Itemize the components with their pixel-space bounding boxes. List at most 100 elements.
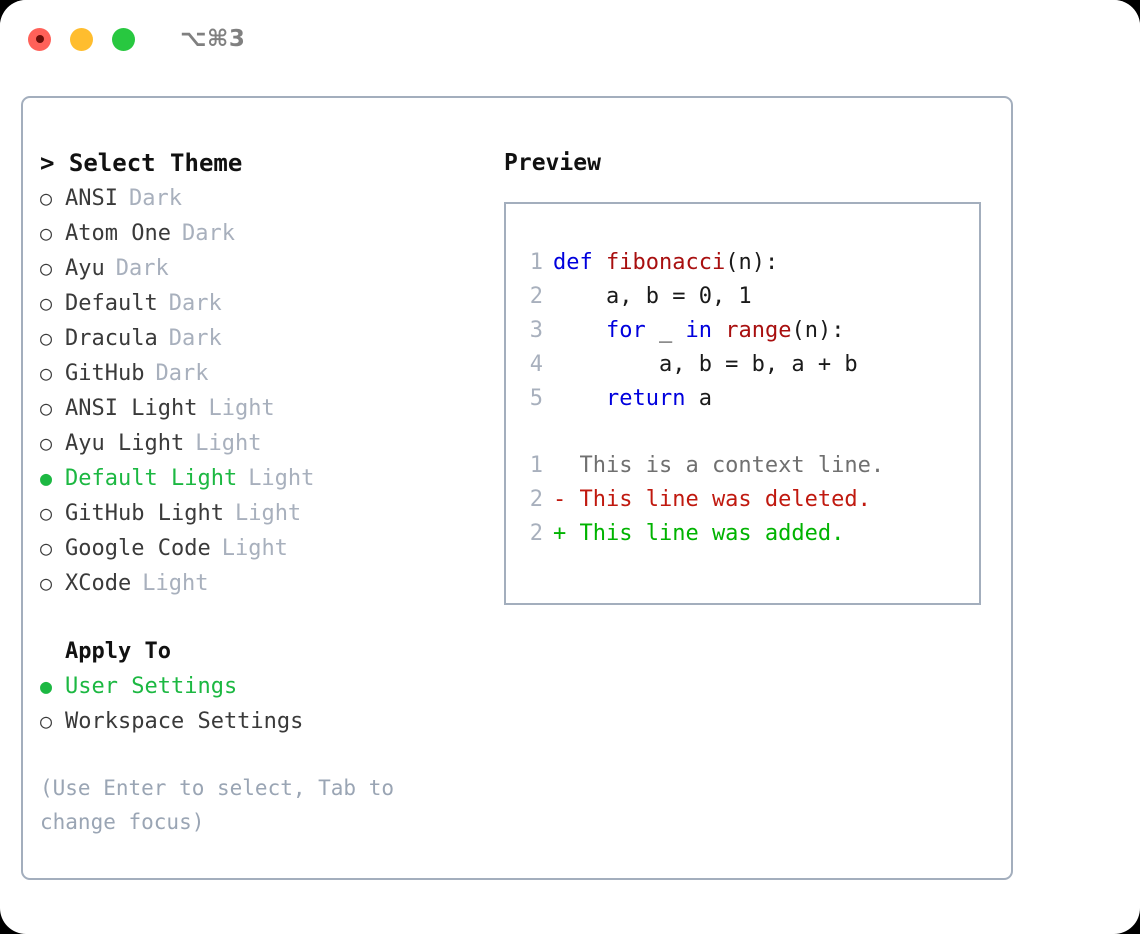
- apply-to-label: Apply To: [65, 639, 171, 664]
- diff-line-text: This is a context line.: [553, 453, 885, 478]
- theme-option-xcode[interactable]: ○ XCode Light: [40, 566, 503, 601]
- code-line-text: return a: [553, 382, 712, 416]
- theme-option-label: GitHub: [65, 361, 145, 386]
- preview-heading: Preview: [504, 150, 601, 176]
- radio-unselected-icon: ○: [40, 361, 53, 385]
- line-number: 4: [529, 352, 543, 377]
- theme-option-variant: Light: [221, 536, 288, 561]
- diff-line-add: 2 + This line was added.: [506, 517, 979, 551]
- radio-unselected-icon: ○: [40, 396, 53, 420]
- radio-unselected-icon: ○: [40, 431, 53, 455]
- line-number: 1: [529, 250, 543, 275]
- theme-option-variant: Light: [248, 466, 315, 491]
- line-number: 2: [529, 487, 543, 512]
- code-line: 5 return a: [506, 382, 979, 416]
- theme-option-variant: Dark: [181, 221, 235, 246]
- code-token-kw: for: [605, 318, 646, 343]
- theme-option-ansi-light[interactable]: ○ ANSI Light Light: [40, 391, 503, 426]
- code-line-text: a, b = b, a + b: [553, 348, 858, 382]
- theme-option-variant: Light: [142, 571, 209, 596]
- radio-unselected-icon: ○: [40, 571, 53, 595]
- apply-to-option-user-settings[interactable]: ●User Settings: [40, 669, 503, 704]
- code-line-text: for _ in range(n):: [553, 314, 844, 348]
- code-line-text: a, b = 0, 1: [553, 280, 752, 314]
- theme-option-variant: Dark: [168, 291, 222, 316]
- theme-option-variant: Light: [208, 396, 275, 421]
- radio-unselected-icon: ○: [40, 501, 53, 525]
- code-token-kw: in: [685, 318, 712, 343]
- zoom-window-button[interactable]: [112, 27, 135, 51]
- diff-line-text: - This line was deleted.: [553, 487, 871, 512]
- code-line: 3 for _ in range(n):: [506, 314, 979, 348]
- window-title: ⌥⌘3: [180, 26, 246, 52]
- theme-option-label: XCode: [65, 571, 132, 596]
- apply-to-option-label: User Settings: [65, 674, 238, 699]
- radio-unselected-icon: ○: [40, 256, 53, 280]
- theme-option-label: Default Light: [65, 466, 238, 491]
- theme-option-google-code[interactable]: ○ Google Code Light: [40, 531, 503, 566]
- window-controls: [28, 27, 135, 51]
- theme-option-label: ANSI: [65, 186, 118, 211]
- theme-option-variant: Dark: [155, 361, 209, 386]
- apply-to-option-workspace-settings[interactable]: ○ Workspace Settings: [40, 704, 503, 739]
- radio-unselected-icon: ○: [40, 221, 53, 245]
- code-line: 4 a, b = b, a + b: [506, 348, 979, 382]
- theme-option-github[interactable]: ○ GitHub Dark: [40, 356, 503, 391]
- theme-option-label: Default: [65, 291, 158, 316]
- theme-option-label: ANSI Light: [65, 396, 198, 421]
- code-token-pl: [553, 386, 606, 411]
- code-token-pl: a, b = 0, 1: [553, 284, 752, 309]
- theme-option-ansi[interactable]: ○ ANSI Dark: [40, 181, 503, 216]
- diff-line-del: 2 - This line was deleted.: [506, 483, 979, 517]
- apply-to-option-label: Workspace Settings: [65, 709, 304, 734]
- code-token-pl: [553, 318, 606, 343]
- apply-to-option-list[interactable]: ●User Settings ○ Workspace Settings: [40, 669, 503, 739]
- code-token-pl: (n):: [791, 318, 845, 343]
- theme-option-ayu[interactable]: ○ Ayu Dark: [40, 251, 503, 286]
- theme-option-variant: Dark: [128, 186, 182, 211]
- theme-option-variant: Dark: [168, 326, 222, 351]
- keyboard-hint-text: (Use Enter to select, Tab to change focu…: [40, 776, 395, 834]
- line-number: 3: [529, 318, 543, 343]
- radio-unselected-icon: ○: [40, 291, 53, 315]
- code-token-fn: range: [725, 318, 792, 343]
- theme-option-default[interactable]: ○ Default Dark: [40, 286, 503, 321]
- code-line: 2 a, b = 0, 1: [506, 280, 979, 314]
- diff-sample: 1 This is a context line. 2 - This line wa…: [506, 449, 979, 551]
- radio-unselected-icon: ○: [40, 709, 53, 733]
- title-bar: ⌥⌘3: [0, 0, 1140, 78]
- line-number: 2: [529, 284, 543, 309]
- theme-option-label: Ayu: [65, 256, 105, 281]
- theme-option-label: Google Code: [65, 536, 211, 561]
- diff-line-ctx: 1 This is a context line.: [506, 449, 979, 483]
- theme-option-label: Dracula: [65, 326, 158, 351]
- minimize-window-button[interactable]: [70, 27, 93, 51]
- code-token-kw: return: [605, 386, 686, 411]
- theme-option-variant: Dark: [115, 256, 169, 281]
- select-theme-heading: > Select Theme: [40, 149, 243, 177]
- line-number: 2: [529, 521, 543, 546]
- code-token-pl: _: [645, 318, 686, 343]
- code-token-kw: def: [553, 250, 593, 275]
- close-window-button[interactable]: [28, 27, 51, 51]
- code-diff-separator: [506, 416, 979, 449]
- diff-line-text: + This line was added.: [553, 521, 845, 546]
- radio-unselected-icon: ○: [40, 536, 53, 560]
- code-token-fn: fibonacci: [606, 250, 726, 275]
- code-token-pl: a, b = b, a + b: [553, 352, 858, 377]
- radio-unselected-icon: ○: [40, 186, 53, 210]
- theme-option-variant: Light: [195, 431, 262, 456]
- theme-option-variant: Light: [234, 501, 302, 526]
